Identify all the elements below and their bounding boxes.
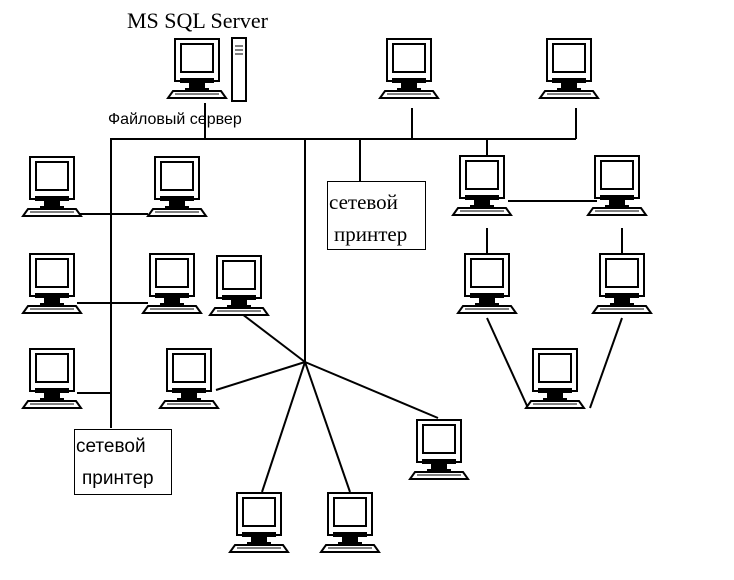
server-tower-icon <box>231 37 247 102</box>
workstation-computer-icon <box>147 156 207 217</box>
workstation-computer-icon <box>229 492 289 553</box>
file-server-label: Файловый сервер <box>108 111 242 128</box>
network-printer-box-top <box>327 181 426 250</box>
workstation-computer-icon <box>409 419 469 480</box>
workstation-computer-icon <box>22 348 82 409</box>
printer-top-label-line2: принтер <box>334 222 408 246</box>
workstation-computer-icon <box>22 253 82 314</box>
sql-server-label: MS SQL Server <box>127 8 268 33</box>
network-printer-box-bottom <box>74 429 172 495</box>
printer-bottom-label-line1: сетевой <box>76 436 146 457</box>
network-cables <box>77 103 623 493</box>
workstation-computer-icon <box>587 155 647 216</box>
workstation-computer-icon <box>142 253 202 314</box>
workstation-computer-icon <box>592 253 652 314</box>
sql-server-computer-icon <box>167 38 227 99</box>
printer-bottom-label-line2: принтер <box>82 468 154 489</box>
workstation-computer-icon <box>452 155 512 216</box>
workstation-computer-icon <box>159 348 219 409</box>
workstation-computer-icon <box>209 255 269 316</box>
workstation-computer-icon <box>22 156 82 217</box>
workstation-computer-icon <box>320 492 380 553</box>
printer-top-label-line1: сетевой <box>329 190 398 214</box>
workstation-computer-icon <box>457 253 517 314</box>
workstation-computer-icon <box>539 38 599 99</box>
workstation-computer-icon <box>379 38 439 99</box>
workstation-computer-icon <box>525 348 585 409</box>
